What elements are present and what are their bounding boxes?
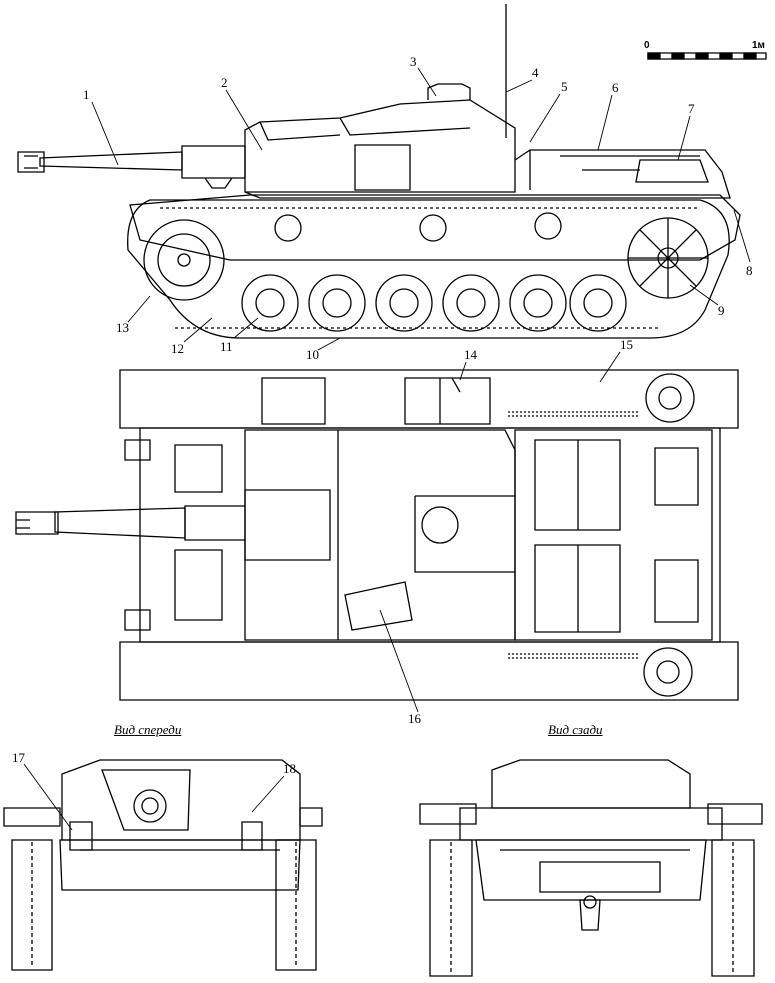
callout-9: 9 [718, 303, 725, 318]
rear-vent-top [655, 448, 698, 622]
storage-box-top [262, 378, 490, 424]
hatch-16 [345, 582, 412, 630]
callout-17: 17 [12, 750, 25, 765]
callout-14: 14 [464, 347, 477, 362]
engine-deck-side [245, 150, 730, 198]
front-lights [70, 822, 262, 850]
superstructure-top [245, 430, 515, 640]
road-wheel [242, 275, 298, 331]
front-hull [60, 840, 300, 890]
side-view [18, 4, 740, 338]
engine-deck-top [515, 430, 712, 640]
track-fender-bottom [120, 642, 738, 700]
spare-wheel-top [646, 374, 694, 422]
callout-16: 16 [408, 711, 421, 726]
callout-leaders-top [380, 352, 620, 712]
muzzle-brake-top [16, 512, 58, 534]
callout-3: 3 [410, 54, 417, 69]
callout-10: 10 [306, 347, 319, 362]
gun-mantlet-front [102, 770, 190, 830]
muzzle-brake-side [18, 152, 44, 172]
exhaust-rear [420, 804, 762, 824]
front-view [4, 760, 322, 970]
track-left-front [12, 840, 52, 970]
engine-hatch [535, 440, 620, 632]
scale-bar-end-label: 1м [752, 40, 765, 51]
return-roller [275, 215, 301, 241]
road-wheel [510, 275, 566, 331]
return-roller [420, 215, 446, 241]
callout-13: 13 [116, 320, 129, 335]
front-towing-hooks [125, 440, 150, 630]
scale-bar-start-label: 0 [644, 40, 650, 51]
callout-12: 12 [171, 341, 184, 356]
front-view-caption: Вид спереди [114, 722, 182, 737]
hull-top [140, 428, 720, 642]
rear-deck [460, 808, 722, 840]
callout-11: 11 [220, 339, 233, 354]
track-right-rear [712, 840, 754, 976]
top-view [16, 370, 738, 700]
superstructure-side [245, 100, 515, 192]
road-wheel [443, 275, 499, 331]
spare-wheel-side [636, 160, 708, 182]
callout-6: 6 [612, 80, 619, 95]
drive-sprocket [144, 220, 224, 300]
gun-barrel-side [40, 152, 182, 170]
road-wheel [309, 275, 365, 331]
callout-leaders-side [92, 68, 750, 350]
towing-pintle-rear [580, 900, 600, 930]
rear-hull [476, 840, 706, 900]
road-wheel [570, 275, 626, 331]
radio-box-side [355, 145, 410, 190]
rear-superstructure [492, 760, 690, 808]
tool-racks-front [175, 445, 222, 620]
cupola-top [422, 507, 458, 543]
gun-mantlet-side [182, 146, 245, 188]
callout-4: 4 [532, 65, 539, 80]
road-wheels [242, 275, 626, 331]
spare-wheel-top [644, 648, 692, 696]
track-left-rear [430, 840, 472, 976]
callout-15: 15 [620, 337, 633, 352]
rear-view [420, 760, 762, 976]
commander-cupola-side [428, 84, 470, 100]
callout-2: 2 [221, 75, 228, 90]
road-wheel [376, 275, 432, 331]
fender-left-front [4, 808, 60, 826]
callout-1: 1 [83, 87, 90, 102]
fender-right-front [300, 808, 322, 826]
gun-muzzle-front [134, 790, 166, 822]
track-right-front [276, 840, 316, 970]
hull-side [130, 195, 740, 260]
track-side [128, 200, 729, 338]
callout-18: 18 [283, 761, 296, 776]
scale-bar [648, 53, 766, 59]
radiator-grille [508, 412, 640, 658]
callout-leaders-front [24, 764, 284, 830]
return-roller [535, 213, 561, 239]
track-fender-top [120, 370, 738, 428]
front-superstructure [62, 760, 300, 840]
gun-barrel-top [55, 508, 185, 538]
callout-7: 7 [688, 101, 695, 116]
callout-8: 8 [746, 263, 753, 278]
callout-5: 5 [561, 79, 568, 94]
rear-view-caption: Вид сзади [548, 722, 603, 737]
